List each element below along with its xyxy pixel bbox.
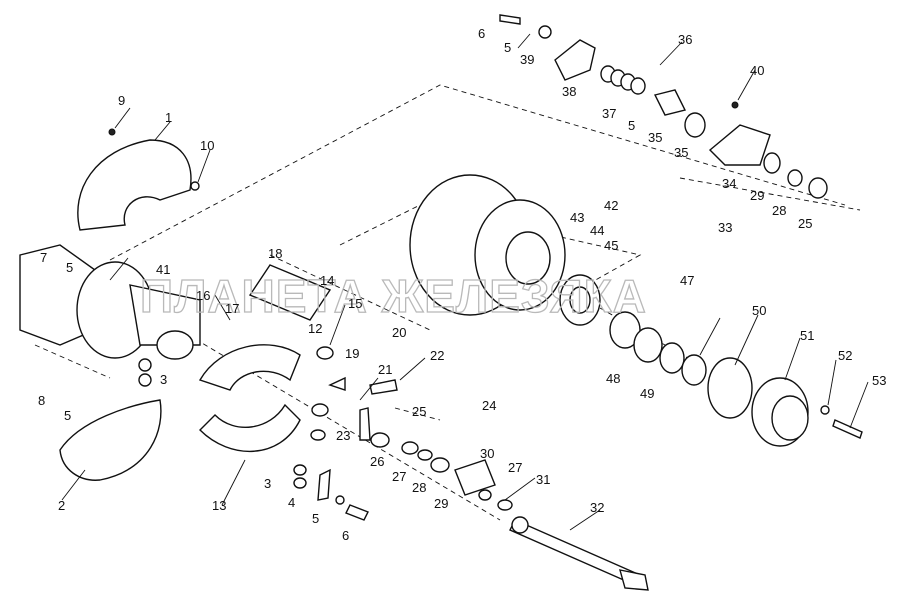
callout: 13 [212,498,226,513]
callout: 30 [480,446,494,461]
part-dust-shield-lower [59,399,162,481]
callout: 35 [648,130,662,145]
callout: 6 [478,26,485,41]
callout: 14 [320,273,334,288]
callout: 52 [838,348,852,363]
callout: 16 [196,288,210,303]
callout: 36 [678,32,692,47]
callout: 33 [718,220,732,235]
callout: 8 [38,393,45,408]
callout: 25 [798,216,812,231]
callout: 27 [508,460,522,475]
callout: 28 [772,203,786,218]
callout: 37 [602,106,616,121]
callout: 2 [58,498,65,513]
callout: 20 [392,325,406,340]
callout: 24 [482,398,496,413]
callout: 6 [342,528,349,543]
callout: 51 [800,328,814,343]
callout: 10 [200,138,214,153]
callout: 27 [392,469,406,484]
leader-lines [61,33,869,531]
callout: 49 [640,386,654,401]
callout: 43 [570,210,584,225]
callout: 53 [872,373,886,388]
part-hub-cover [609,311,863,447]
callout: 26 [370,454,384,469]
callout: 3 [160,372,167,387]
callout: 38 [562,84,576,99]
callout: 9 [118,93,125,108]
callout: 7 [40,250,47,265]
callout: 19 [345,346,359,361]
callout: 35 [674,145,688,160]
callout: 4 [288,495,295,510]
part-dust-shield-upper [77,128,200,231]
watermark: ПЛАНЕТА ЖЕЛЕЗЯКА [140,270,647,322]
callout: 23 [336,428,350,443]
callout: 18 [268,246,282,261]
callout: 32 [590,500,604,515]
callout: 5 [312,511,319,526]
callout: 42 [604,198,618,213]
callout: 29 [750,188,764,203]
part-slack-adjuster [499,14,828,199]
callout: 34 [722,176,736,191]
callouts: 6 5 39 36 40 38 37 5 35 35 34 29 28 25 3… [38,26,886,543]
callout: 5 [504,40,511,55]
part-axle-housing [19,244,201,387]
callout: 17 [225,301,239,316]
callout: 28 [412,480,426,495]
callout: 5 [628,118,635,133]
callout: 31 [536,472,550,487]
callout: 5 [66,260,73,275]
callout: 40 [750,63,764,78]
callout: 45 [604,238,618,253]
callout: 29 [434,496,448,511]
callout: 22 [430,348,444,363]
part-small-components [293,346,513,521]
part-brake-drum [409,174,601,326]
callout: 1 [165,110,172,125]
callout: 12 [308,321,322,336]
callout: 48 [606,371,620,386]
callout: 50 [752,303,766,318]
callout: 47 [680,273,694,288]
callout: 25 [412,404,426,419]
callout: 5 [64,408,71,423]
callout: 21 [378,362,392,377]
callout: 15 [348,296,362,311]
callout: 44 [590,223,604,238]
callout: 39 [520,52,534,67]
part-camshaft [509,516,649,591]
part-brake-shoes [198,264,332,452]
callout: 41 [156,262,170,277]
callout: 3 [264,476,271,491]
